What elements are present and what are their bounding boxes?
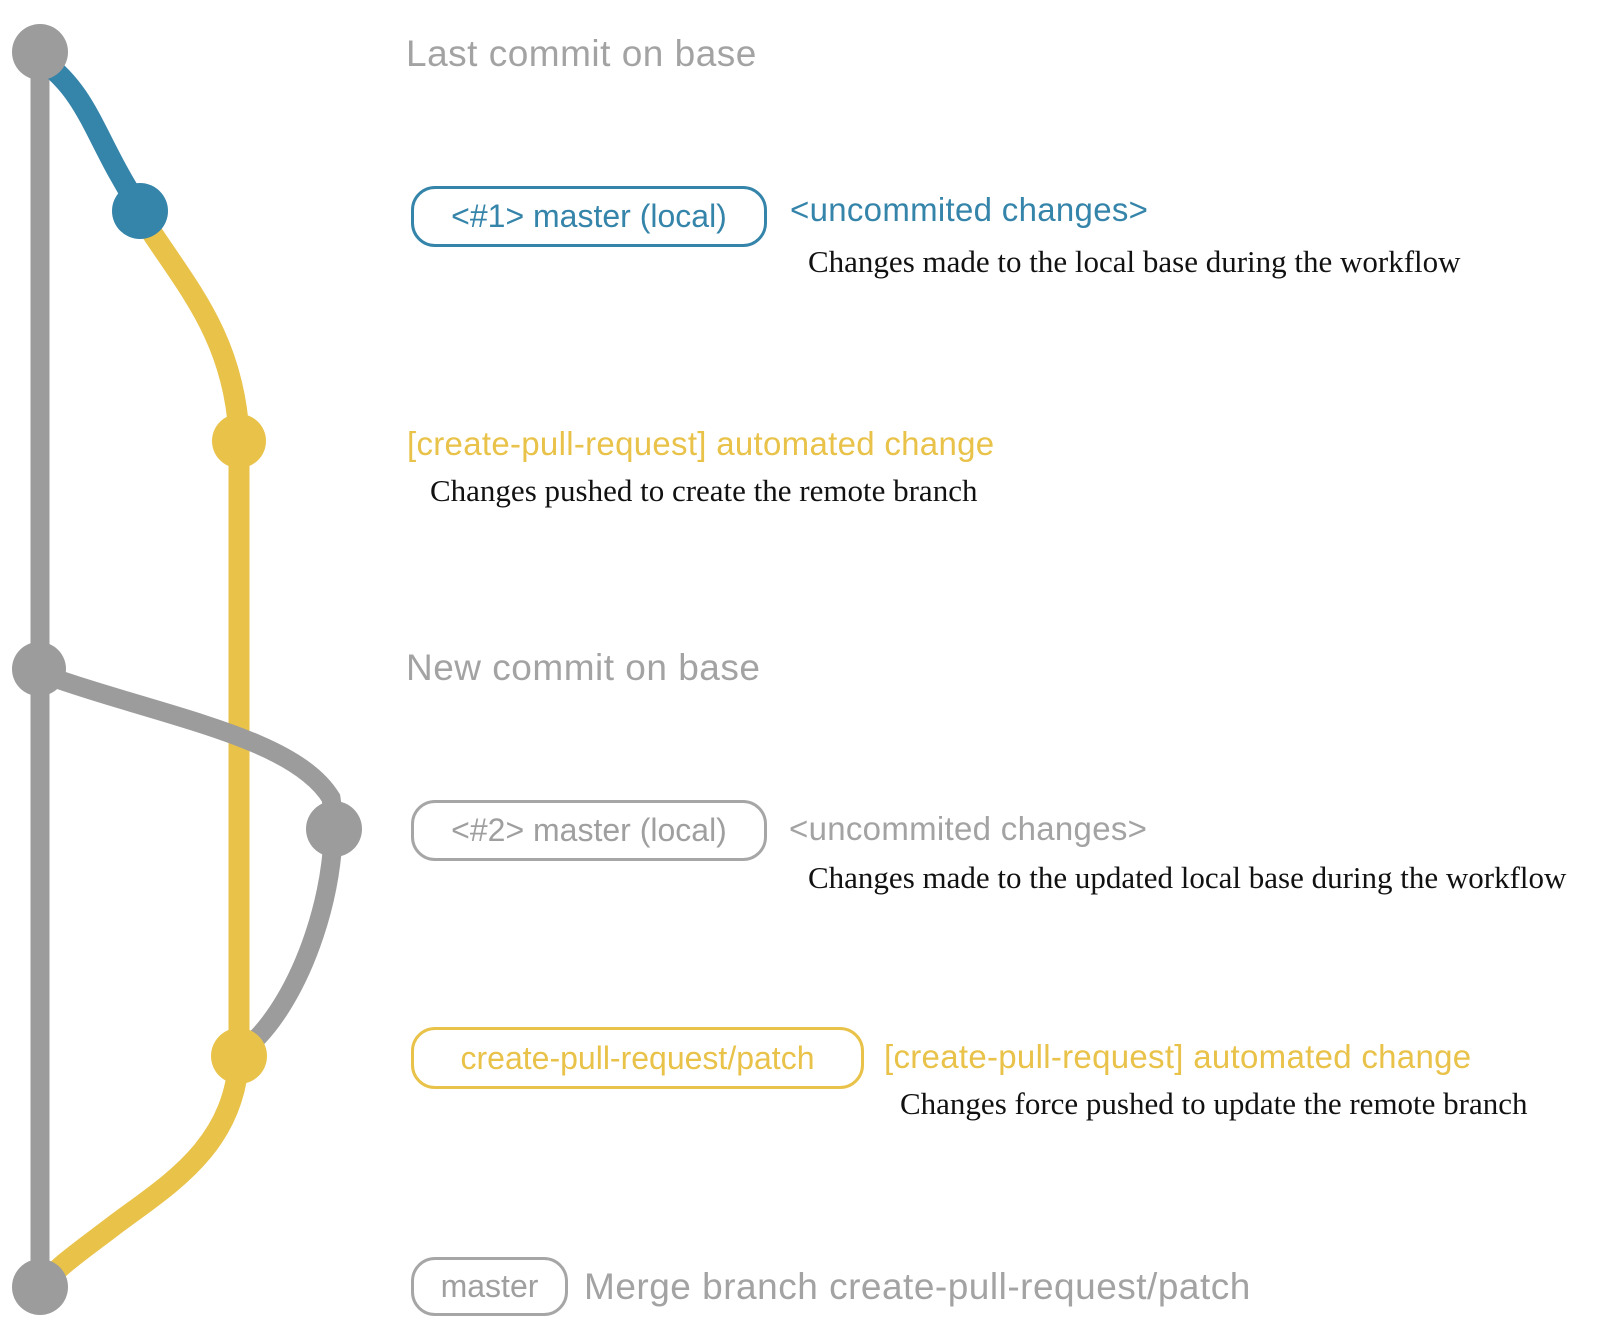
commit-dot-merge — [12, 1259, 68, 1315]
local-branch-2-line — [30, 663, 343, 1059]
patch-branch-line-upper — [132, 208, 250, 1065]
branch-badge-master-local-2-label: <#2> master (local) — [451, 812, 727, 848]
branch-badge-master-local-2: <#2> master (local) — [411, 800, 767, 861]
branch-badge-master-label: master — [440, 1268, 539, 1304]
commit-dot-new-base — [12, 642, 66, 696]
note-automated-change-1: [create-pull-request] automated change — [407, 425, 995, 462]
commit-dot-master-local-1 — [112, 183, 168, 239]
detail-local-base-changes-2: Changes made to the updated local base d… — [808, 860, 1567, 895]
label-new-commit-on-base: New commit on base — [406, 647, 761, 688]
commit-dot-patch-2 — [211, 1028, 267, 1084]
label-last-commit-on-base: Last commit on base — [406, 33, 757, 74]
branch-badge-patch: create-pull-request/patch — [411, 1027, 864, 1089]
branch-badge-master-local-1: <#1> master (local) — [411, 186, 767, 247]
branch-badge-master: master — [411, 1257, 568, 1316]
detail-force-push-update: Changes force pushed to update the remot… — [900, 1086, 1528, 1121]
commit-dot-last-base — [12, 24, 68, 80]
branch-badge-patch-label: create-pull-request/patch — [460, 1039, 815, 1076]
label-merge-branch: Merge branch create-pull-request/patch — [584, 1266, 1251, 1307]
commit-dot-master-local-2 — [306, 801, 362, 857]
note-automated-change-2: [create-pull-request] automated change — [884, 1038, 1472, 1075]
patch-branch-merge-line — [32, 1045, 250, 1296]
local-branch-1-line — [32, 50, 150, 218]
note-uncommitted-changes-2: <uncommited changes> — [789, 810, 1148, 847]
detail-push-create-branch: Changes pushed to create the remote bran… — [430, 473, 978, 508]
note-uncommitted-changes-1: <uncommited changes> — [790, 191, 1149, 228]
commit-dot-patch-1 — [212, 414, 266, 468]
detail-local-base-changes-1: Changes made to the local base during th… — [808, 244, 1461, 279]
branch-badge-master-local-1-label: <#1> master (local) — [451, 198, 727, 234]
